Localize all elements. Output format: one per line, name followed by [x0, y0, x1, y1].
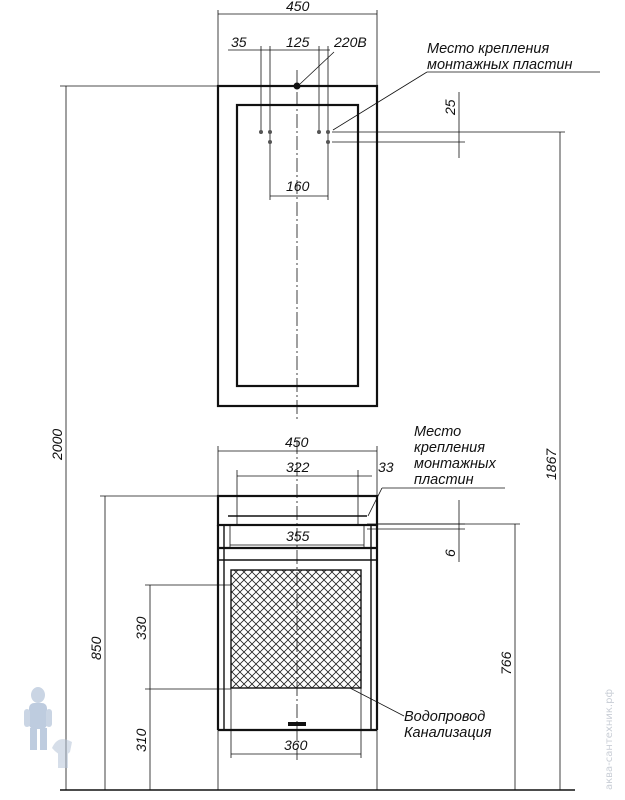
cabinet-view: 450 322 33 355 6 Место крепления монтажн… [88, 424, 520, 790]
mirror-mount-height-dim: 1867 [543, 448, 559, 480]
cabinet-inner-dim: 322 [286, 459, 310, 475]
cabinet-height-dim: 850 [88, 636, 104, 660]
zone-width-dim: 360 [284, 737, 308, 753]
cabinet-foot [288, 722, 306, 726]
cabinet-plate-offset-dim: 6 [442, 549, 458, 557]
plumber-logo [24, 687, 72, 768]
pipes-label-sewer: Канализация [404, 725, 492, 741]
mirror-power-label: 220В [333, 34, 367, 50]
mirror-mount-note-line1: Место крепления [427, 41, 549, 57]
cabinet-side-dim: 33 [378, 459, 394, 475]
mount-point [268, 140, 272, 144]
cabinet-plate-height-dim: 766 [498, 651, 514, 675]
mount-point [326, 140, 330, 144]
mount-point [317, 130, 321, 134]
mount-point [259, 130, 263, 134]
utility-zone-mesh [230, 569, 362, 689]
power-outlet-marker [293, 82, 301, 90]
mirror-inner [235, 103, 360, 388]
total-height-dim: 2000 [49, 429, 65, 461]
mirror-spacing-dim: 125 [286, 34, 310, 50]
mirror-width-dim: 450 [286, 0, 310, 14]
cabinet-plate-dim: 355 [286, 528, 310, 544]
mirror-plate-height-dim: 25 [442, 99, 458, 116]
cabinet-mount-note-line1: Место [414, 424, 461, 440]
cabinet-mount-note-line2: крепления [414, 440, 485, 456]
mirror-view: 450 35 125 220В 25 160 Место крепления м… [216, 0, 600, 420]
watermark-text: аква-сантехник.рф [604, 689, 615, 790]
cabinet-mount-note-line4: пластин [414, 472, 474, 488]
floor-to-zone-dim: 310 [133, 728, 149, 752]
mount-point [268, 130, 272, 134]
overall-dimensions: 2000 1867 [49, 85, 575, 791]
cabinet-top [216, 494, 379, 527]
cabinet-mount-note-line3: монтажных [414, 456, 497, 472]
mount-point [326, 130, 330, 134]
mirror-mount-note-line2: монтажных пластин [427, 57, 572, 73]
mirror-offset-dim: 35 [231, 34, 247, 50]
cabinet-width-dim: 450 [285, 434, 309, 450]
zone-height-dim: 330 [133, 616, 149, 640]
pipes-label-water: Водопровод [404, 709, 485, 725]
mirror-frame [216, 84, 379, 408]
mirror-plate-spacing-dim: 160 [286, 178, 310, 194]
